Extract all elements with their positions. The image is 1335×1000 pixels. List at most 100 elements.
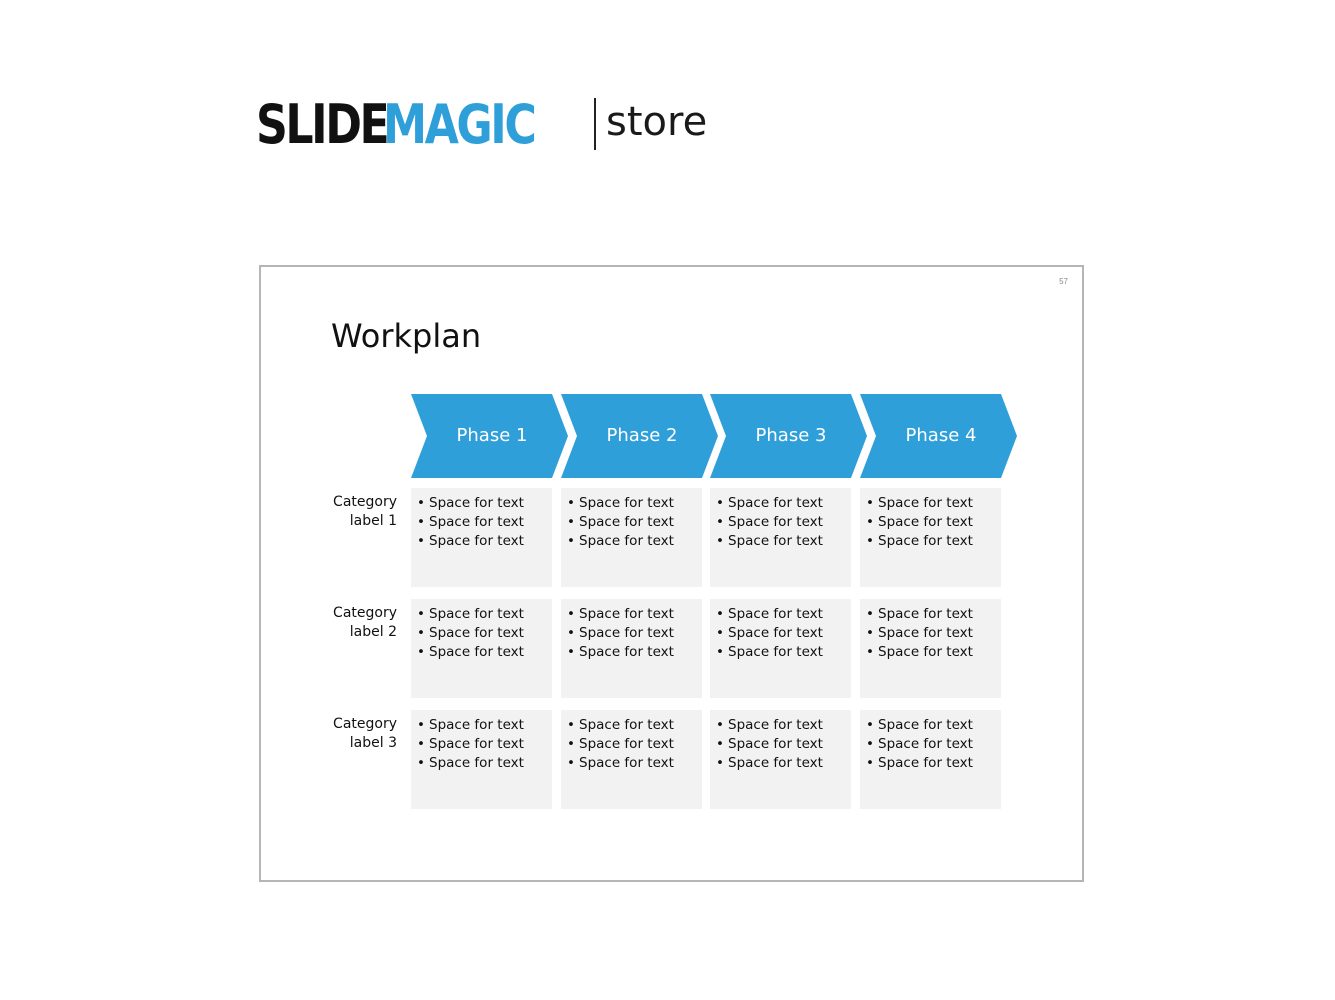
category-label-line2: label 3 <box>349 735 397 751</box>
list-item: •Space for text <box>866 624 997 643</box>
list-item-text: Space for text <box>429 495 524 511</box>
category-label-3: Category label 3 <box>301 715 397 753</box>
chevron-arrow-icon <box>710 394 867 478</box>
list-item: •Space for text <box>716 735 847 754</box>
plan-cell-r2-c2: •Space for text •Space for text •Space f… <box>561 599 702 698</box>
bullet-icon: • <box>567 644 575 660</box>
plan-cell-r3-c1: •Space for text •Space for text •Space f… <box>411 710 552 809</box>
list-item: •Space for text <box>567 716 698 735</box>
list-item: •Space for text <box>567 624 698 643</box>
bullet-icon: • <box>716 755 724 771</box>
phase-chevron-2: Phase 2 <box>561 394 718 478</box>
category-label-line2: label 1 <box>349 513 397 529</box>
list-item-text: Space for text <box>728 514 823 530</box>
plan-cell-r3-c3: •Space for text •Space for text •Space f… <box>710 710 851 809</box>
list-item-text: Space for text <box>579 625 674 641</box>
plan-cell-r2-c1: •Space for text •Space for text •Space f… <box>411 599 552 698</box>
chevron-arrow-icon <box>860 394 1017 478</box>
list-item-text: Space for text <box>579 533 674 549</box>
bullet-icon: • <box>567 717 575 733</box>
bullet-icon: • <box>567 606 575 622</box>
list-item-text: Space for text <box>579 644 674 660</box>
list-item-text: Space for text <box>728 533 823 549</box>
list-item: •Space for text <box>567 494 698 513</box>
bullet-icon: • <box>567 495 575 511</box>
list-item: •Space for text <box>567 532 698 551</box>
list-item: •Space for text <box>417 643 548 662</box>
bullet-icon: • <box>567 755 575 771</box>
bullet-icon: • <box>567 514 575 530</box>
brand-logo: SLIDE MAGIC store <box>256 90 707 160</box>
list-item-text: Space for text <box>728 755 823 771</box>
list-item-text: Space for text <box>429 644 524 660</box>
list-item: •Space for text <box>866 754 997 773</box>
bullet-icon: • <box>417 533 425 549</box>
logo-slide-text: SLIDE <box>256 93 390 156</box>
list-item-text: Space for text <box>728 644 823 660</box>
list-item: •Space for text <box>716 513 847 532</box>
list-item: •Space for text <box>417 494 548 513</box>
list-item: •Space for text <box>567 735 698 754</box>
list-item-text: Space for text <box>429 717 524 733</box>
plan-cell-r3-c2: •Space for text •Space for text •Space f… <box>561 710 702 809</box>
list-item: •Space for text <box>417 624 548 643</box>
list-item-text: Space for text <box>878 495 973 511</box>
list-item: •Space for text <box>716 605 847 624</box>
plan-cell-r3-c4: •Space for text •Space for text •Space f… <box>860 710 1001 809</box>
list-item-text: Space for text <box>728 625 823 641</box>
list-item: •Space for text <box>417 716 548 735</box>
category-label-line1: Category <box>333 716 397 732</box>
list-item: •Space for text <box>417 754 548 773</box>
plan-cell-r1-c2: •Space for text •Space for text •Space f… <box>561 488 702 587</box>
list-item-text: Space for text <box>878 514 973 530</box>
plan-cell-r1-c1: •Space for text •Space for text •Space f… <box>411 488 552 587</box>
plan-cell-r2-c3: •Space for text •Space for text •Space f… <box>710 599 851 698</box>
list-item-text: Space for text <box>878 606 973 622</box>
bullet-icon: • <box>417 606 425 622</box>
list-item-text: Space for text <box>878 625 973 641</box>
phase-label-4: Phase 4 <box>905 425 977 446</box>
list-item-text: Space for text <box>878 755 973 771</box>
list-item: •Space for text <box>716 754 847 773</box>
bullet-icon: • <box>417 717 425 733</box>
list-item-text: Space for text <box>579 755 674 771</box>
phase-label-3: Phase 3 <box>755 425 827 446</box>
bullet-icon: • <box>866 755 874 771</box>
list-item: •Space for text <box>567 643 698 662</box>
list-item: •Space for text <box>866 735 997 754</box>
list-item-text: Space for text <box>429 533 524 549</box>
bullet-icon: • <box>417 495 425 511</box>
list-item: •Space for text <box>866 716 997 735</box>
phase-chevron-1: Phase 1 <box>411 394 568 478</box>
slide-number: 57 <box>1059 277 1068 286</box>
list-item: •Space for text <box>866 513 997 532</box>
list-item-text: Space for text <box>429 736 524 752</box>
bullet-icon: • <box>866 606 874 622</box>
list-item: •Space for text <box>417 735 548 754</box>
phase-chevron-4: Phase 4 <box>860 394 1017 478</box>
list-item-text: Space for text <box>579 514 674 530</box>
bullet-icon: • <box>716 644 724 660</box>
bullet-icon: • <box>567 533 575 549</box>
list-item-text: Space for text <box>728 736 823 752</box>
category-label-line1: Category <box>333 494 397 510</box>
bullet-icon: • <box>716 736 724 752</box>
category-label-line2: label 2 <box>349 624 397 640</box>
bullet-icon: • <box>866 736 874 752</box>
logo-store-text: store <box>606 99 708 145</box>
list-item-text: Space for text <box>728 717 823 733</box>
list-item-text: Space for text <box>728 606 823 622</box>
logo-divider <box>594 98 596 150</box>
list-item: •Space for text <box>417 605 548 624</box>
bullet-icon: • <box>417 736 425 752</box>
phase-chevron-3: Phase 3 <box>710 394 867 478</box>
bullet-icon: • <box>716 625 724 641</box>
bullet-icon: • <box>866 644 874 660</box>
bullet-icon: • <box>716 533 724 549</box>
bullet-icon: • <box>716 495 724 511</box>
category-label-line1: Category <box>333 605 397 621</box>
bullet-icon: • <box>716 514 724 530</box>
list-item: •Space for text <box>716 643 847 662</box>
list-item-text: Space for text <box>579 717 674 733</box>
list-item: •Space for text <box>567 513 698 532</box>
